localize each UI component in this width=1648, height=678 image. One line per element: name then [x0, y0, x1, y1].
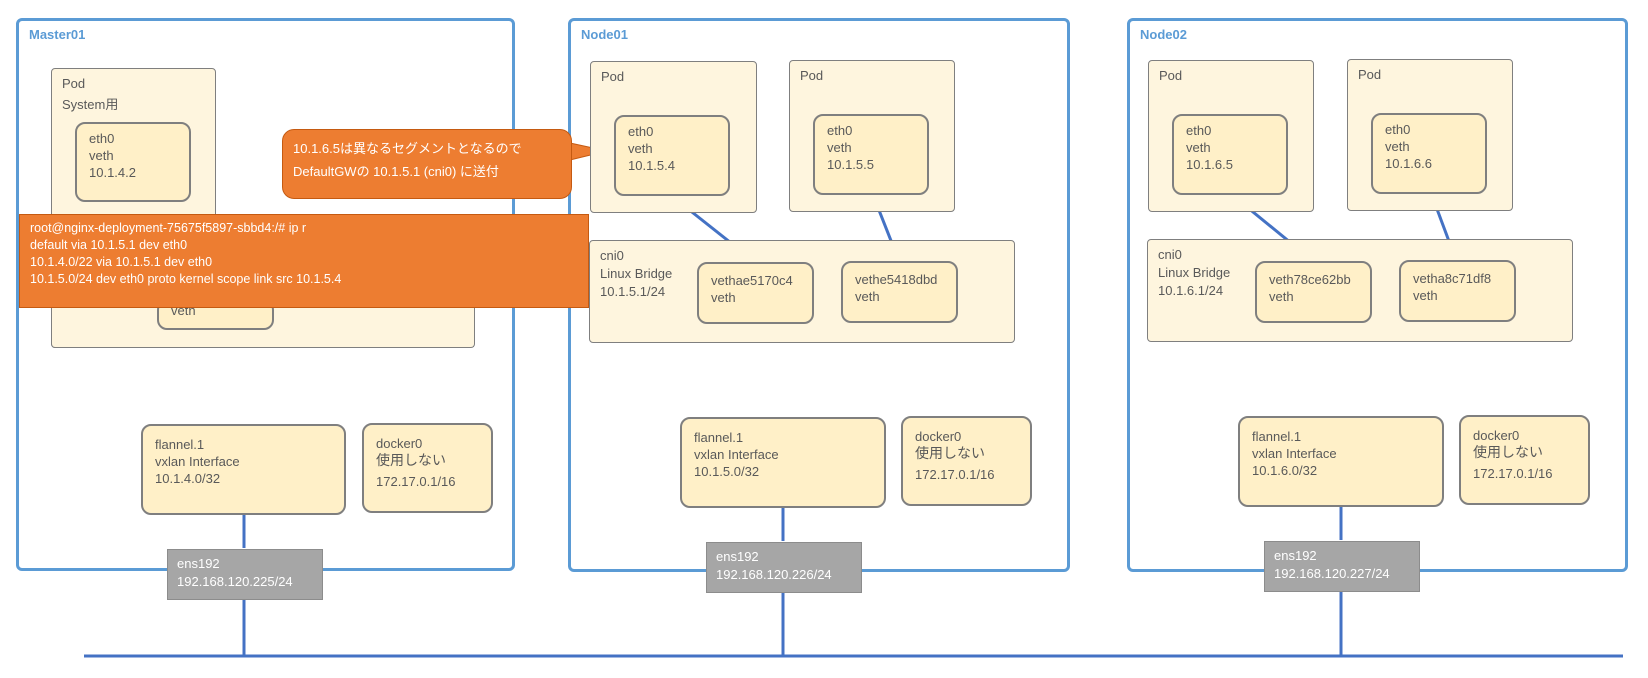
- node02-pod1-eth0: eth0 veth 10.1.6.5: [1172, 114, 1288, 195]
- iface-name: ens192: [1274, 548, 1317, 563]
- node-title: Master01: [29, 27, 86, 42]
- node02-pod2-eth0: eth0 veth 10.1.6.6: [1371, 113, 1487, 194]
- iface-name: ens192: [177, 556, 220, 571]
- iface-name: eth0: [628, 124, 654, 139]
- node02-veth-2: vetha8c71df8 veth: [1399, 260, 1516, 322]
- pod-label: Pod: [1358, 67, 1382, 82]
- master01-flannel: flannel.1 vxlan Interface 10.1.4.0/32: [141, 424, 346, 515]
- iface-type: vxlan Interface: [155, 454, 240, 469]
- iface-name: eth0: [1385, 122, 1411, 137]
- iface-type: veth: [1413, 288, 1438, 303]
- iface-ip: 172.17.0.1/16: [376, 474, 456, 489]
- route-line: default via 10.1.5.1 dev eth0: [30, 238, 188, 252]
- iface-name: flannel.1: [155, 437, 205, 452]
- iface-ip: 192.168.120.227/24: [1274, 566, 1390, 581]
- iface-type: vxlan Interface: [1252, 446, 1337, 461]
- node02-docker0: docker0 使用しない 172.17.0.1/16: [1459, 415, 1590, 505]
- iface-ip: 10.1.4.0/32: [155, 471, 221, 486]
- iface-type: vxlan Interface: [694, 447, 779, 462]
- node01-ens192: ens192 192.168.120.226/24: [706, 542, 862, 593]
- pod-label: Pod: [1159, 68, 1183, 83]
- pod-sublabel: System用: [62, 97, 119, 112]
- iface-status: 使用しない: [376, 452, 446, 468]
- route-line: 10.1.5.0/24 dev eth0 proto kernel scope …: [30, 272, 342, 286]
- iface-name: docker0: [376, 436, 423, 451]
- iface-status: 使用しない: [915, 445, 985, 461]
- route-output: root@nginx-deployment-75675f5897-sbbd4:/…: [19, 214, 589, 308]
- node02-ens192: ens192 192.168.120.227/24: [1264, 541, 1420, 592]
- iface-name: flannel.1: [1252, 429, 1302, 444]
- iface-ip: 10.1.6.6: [1385, 156, 1432, 171]
- iface-ip: 172.17.0.1/16: [915, 467, 995, 482]
- pod-label: Pod: [62, 76, 86, 91]
- iface-name: ens192: [716, 549, 759, 564]
- iface-name: veth78ce62bb: [1269, 272, 1351, 287]
- node02-veth-1: veth78ce62bb veth: [1255, 261, 1372, 323]
- node01-flannel: flannel.1 vxlan Interface 10.1.5.0/32: [680, 417, 886, 508]
- iface-ip: 10.1.4.2: [89, 165, 136, 180]
- route-prompt: root@nginx-deployment-75675f5897-sbbd4:/…: [30, 221, 307, 235]
- iface-ip: 10.1.6.1/24: [1158, 283, 1224, 298]
- iface-ip: 10.1.5.5: [827, 157, 874, 172]
- iface-name: eth0: [827, 123, 853, 138]
- iface-type: veth: [827, 140, 852, 155]
- pod-label: Pod: [601, 69, 625, 84]
- iface-ip: 10.1.5.0/32: [694, 464, 760, 479]
- node01-veth-2: vethe5418dbd veth: [841, 261, 958, 323]
- master01-docker0: docker0 使用しない 172.17.0.1/16: [362, 423, 493, 513]
- iface-name: eth0: [1186, 123, 1212, 138]
- route-line: 10.1.4.0/22 via 10.1.5.1 dev eth0: [30, 255, 213, 269]
- callout-line: 10.1.6.5は異なるセグメントとなるので: [293, 141, 522, 156]
- iface-ip: 172.17.0.1/16: [1473, 466, 1553, 481]
- iface-type: veth: [89, 148, 114, 163]
- iface-name: eth0: [89, 131, 115, 146]
- iface-type: Linux Bridge: [600, 266, 673, 281]
- master01-eth0: eth0 veth 10.1.4.2: [75, 122, 191, 202]
- node01-veth-1: vethae5170c4 veth: [697, 262, 814, 324]
- iface-ip: 10.1.6.0/32: [1252, 463, 1318, 478]
- master01-ens192: ens192 192.168.120.225/24: [167, 549, 323, 600]
- iface-type: veth: [628, 141, 653, 156]
- pod-label: Pod: [800, 68, 824, 83]
- iface-type: veth: [1269, 289, 1294, 304]
- node-title: Node01: [581, 27, 628, 42]
- iface-ip: 10.1.6.5: [1186, 157, 1233, 172]
- iface-name: flannel.1: [694, 430, 744, 445]
- iface-ip: 10.1.5.4: [628, 158, 675, 173]
- iface-type: veth: [1186, 140, 1211, 155]
- iface-type: veth: [711, 290, 736, 305]
- node01-docker0: docker0 使用しない 172.17.0.1/16: [901, 416, 1032, 506]
- iface-name: cni0: [1158, 247, 1182, 262]
- iface-status: 使用しない: [1473, 444, 1543, 460]
- iface-name: docker0: [915, 429, 962, 444]
- iface-ip: 10.1.5.1/24: [600, 284, 666, 299]
- node02-flannel: flannel.1 vxlan Interface 10.1.6.0/32: [1238, 416, 1444, 507]
- iface-type: veth: [1385, 139, 1410, 154]
- node01-pod2-eth0: eth0 veth 10.1.5.5: [813, 114, 929, 195]
- iface-name: vethe5418dbd: [855, 272, 938, 287]
- iface-name: vetha8c71df8: [1413, 271, 1492, 286]
- iface-ip: 192.168.120.226/24: [716, 567, 832, 582]
- iface-name: docker0: [1473, 428, 1520, 443]
- iface-ip: 192.168.120.225/24: [177, 574, 293, 589]
- callout-line: DefaultGWの 10.1.5.1 (cni0) に送付: [293, 164, 499, 179]
- iface-type: veth: [855, 289, 880, 304]
- node01-pod1-eth0: eth0 veth 10.1.5.4: [614, 115, 730, 196]
- node-title: Node02: [1140, 27, 1187, 42]
- iface-type: Linux Bridge: [1158, 265, 1231, 280]
- callout-note: 10.1.6.5は異なるセグメントとなるので DefaultGWの 10.1.5…: [282, 129, 572, 199]
- iface-name: cni0: [600, 248, 624, 263]
- iface-name: vethae5170c4: [711, 273, 793, 288]
